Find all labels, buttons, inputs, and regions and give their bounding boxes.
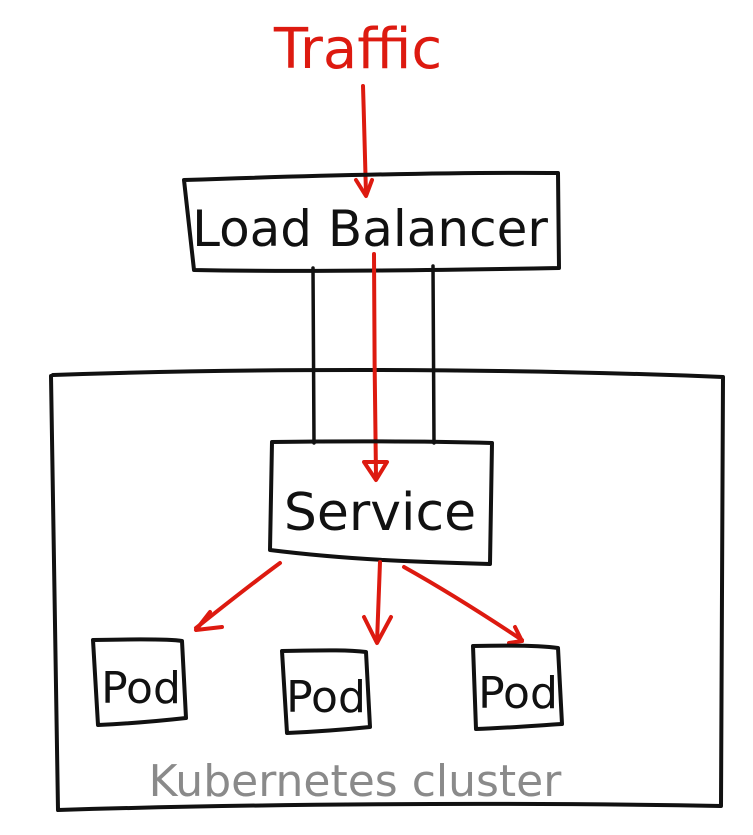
lb-service-connector-right — [431, 264, 436, 445]
pod-box-1: Pod — [91, 637, 188, 727]
load-balancer-to-service-arrow — [362, 252, 389, 482]
pod-label-1: Pod — [101, 663, 181, 714]
kubernetes-cluster-label: Kubernetes cluster — [149, 756, 563, 807]
service-box: Service — [268, 439, 494, 566]
service-to-pod-2-arrow — [362, 560, 393, 645]
pod-box-3: Pod — [471, 643, 564, 731]
pod-label-2: Pod — [286, 672, 366, 723]
load-balancer-box: Load Balancer — [182, 170, 561, 273]
lb-service-connector-left — [311, 266, 316, 445]
load-balancer-label: Load Balancer — [192, 200, 548, 258]
pod-label-3: Pod — [478, 668, 558, 719]
pod-box-2: Pod — [280, 648, 372, 735]
kubernetes-cluster-frame: Kubernetes cluster — [49, 367, 725, 812]
service-label: Service — [284, 483, 476, 543]
service-to-pod-1-arrow — [194, 561, 282, 632]
service-to-pod-3-arrow — [402, 565, 524, 645]
traffic-label: Traffic — [273, 17, 442, 82]
traffic-to-load-balancer-arrow — [354, 84, 374, 198]
